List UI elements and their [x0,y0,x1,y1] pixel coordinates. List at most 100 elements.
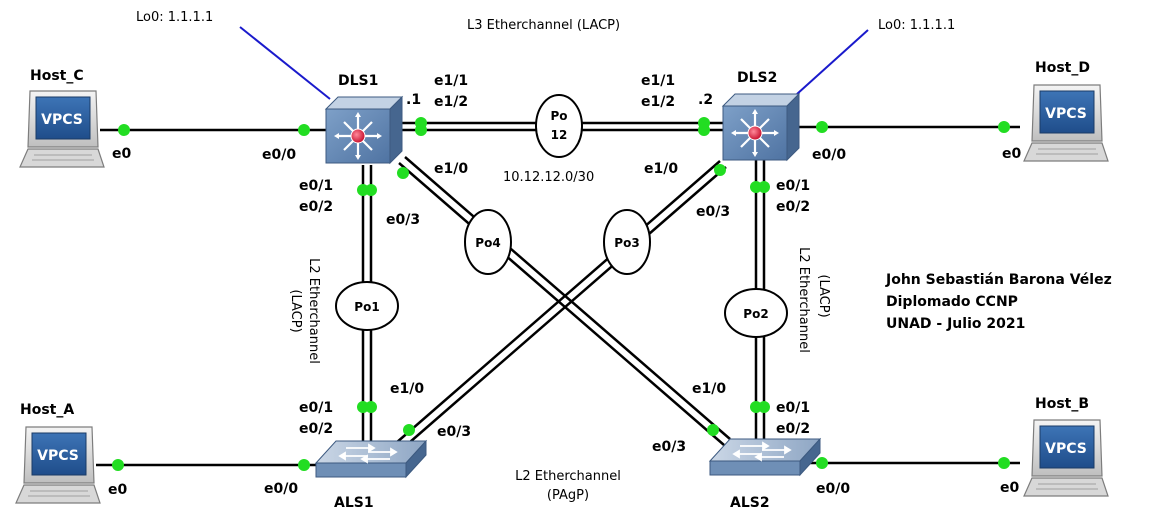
dls2-switch[interactable] [721,92,801,162]
dls1-e11-port: e1/1 [434,73,468,89]
dls2-e12-port: e1/2 [641,94,675,110]
po1-oval[interactable]: Po1 [335,281,399,331]
dls1-e00-port: e0/0 [262,147,296,163]
po3-label: Po3 [614,236,639,250]
author-course: Diplomado CCNP [886,294,1018,310]
als2-e03-port: e0/3 [652,439,686,455]
vpcs-screen-label: VPCS [37,448,79,464]
port-dot [816,121,828,133]
right-l2-line2: (LACP) [816,274,831,317]
host-c-label: Host_C [30,68,84,84]
host-c[interactable]: VPCS [19,90,105,168]
dls1-switch[interactable] [324,95,404,165]
port-dot [758,181,770,193]
port-dot [298,124,310,136]
als1-e00-port: e0/0 [264,481,298,497]
l3-etherchannel-title: L3 Etherchannel (LACP) [467,18,620,33]
po1-label: Po1 [354,300,379,314]
dls2-loopback-line [796,29,869,95]
author-name: John Sebastián Barona Vélez [885,272,1112,288]
po12-oval[interactable]: Po 12 [535,94,583,158]
dls1-loopback-line [239,26,331,100]
link-po4-a [398,162,725,446]
left-l2-line1: L2 Etherchannel [306,258,321,364]
port-dot [758,401,770,413]
vpcs-screen-label: VPCS [1045,106,1087,122]
po2-oval[interactable]: Po2 [724,288,788,338]
als1-e02-port: e0/2 [299,421,333,437]
po12-subnet: 10.12.12.0/30 [503,170,594,185]
host-d-label: Host_D [1035,60,1090,76]
po4-oval[interactable]: Po4 [464,209,512,275]
left-l2-line2: (LACP) [288,289,303,332]
right-lacp-label: (LACP) [816,274,831,317]
left-l2-etherchannel-label: L2 Etherchannel [306,258,321,364]
vpcs-screen-label: VPCS [41,112,83,128]
port-dot [698,124,710,136]
po12-label-line1: Po [550,109,567,123]
host-a-port: e0 [108,482,127,498]
port-dots [112,117,1010,471]
port-dot [816,457,828,469]
dls2-e02-port: e0/2 [776,199,810,215]
port-dot [365,184,377,196]
port-dot [998,457,1010,469]
dls1-e03-port: e0/3 [386,212,420,228]
dls1-e12-port: e1/2 [434,94,468,110]
dls1-e01-port: e0/1 [299,178,333,194]
pagp-subtitle: (PAgP) [547,488,589,503]
dls2-label: DLS2 [737,70,777,86]
right-l2-line1: L2 Etherchannel [796,247,811,353]
dls2-ip-suffix: .2 [698,92,713,108]
link-po3-b [401,166,727,450]
po2-label: Po2 [743,307,768,321]
port-dot [298,459,310,471]
host-d-port: e0 [1002,146,1021,162]
po12-label-line2: 12 [551,128,568,142]
dls2-loopback-label: Lo0: 1.1.1.1 [878,18,955,33]
host-a[interactable]: VPCS [15,426,101,504]
port-dot [403,424,415,436]
po4-label: Po4 [475,236,500,250]
port-dot [118,124,130,136]
host-a-label: Host_A [20,402,74,418]
port-channels: Po 12 Po1 Po2 Po4 Po3 [335,94,788,338]
dls1-ip-suffix: .1 [406,92,421,108]
links [96,26,1020,467]
als1-label: ALS1 [334,495,374,511]
link-po4-b [404,156,731,440]
port-dot [397,167,409,179]
port-dot [714,164,726,176]
host-b-label: Host_B [1035,396,1089,412]
link-po3-a [395,160,721,444]
dls1-e02-port: e0/2 [299,199,333,215]
als2-e10-port: e1/0 [692,381,726,397]
dls1-label: DLS1 [338,73,378,89]
als1-e01-port: e0/1 [299,400,333,416]
dls2-e00-port: e0/0 [812,147,846,163]
vpcs-screen-label: VPCS [1045,441,1087,457]
dls1-loopback-label: Lo0: 1.1.1.1 [136,10,213,25]
als2-switch[interactable] [709,438,821,476]
right-l2-etherchannel-label: L2 Etherchannel [796,247,811,353]
pagp-title: L2 Etherchannel [515,469,621,484]
als2-e00-port: e0/0 [816,481,850,497]
host-c-port: e0 [112,146,131,162]
als2-e01-port: e0/1 [776,400,810,416]
als1-switch[interactable] [315,440,427,478]
port-dot [365,401,377,413]
dls2-e11-port: e1/1 [641,73,675,89]
dls2-e01-port: e0/1 [776,178,810,194]
host-d[interactable]: VPCS [1023,84,1109,162]
port-dot [998,121,1010,133]
author-date: UNAD - Julio 2021 [886,316,1025,332]
dls2-e03-port: e0/3 [696,204,730,220]
host-b[interactable]: VPCS [1023,419,1109,497]
als2-label: ALS2 [730,495,770,511]
host-b-port: e0 [1000,480,1019,496]
dls2-e10-port: e1/0 [644,161,678,177]
po3-oval[interactable]: Po3 [603,209,651,275]
port-dot [707,424,719,436]
als1-e10-port: e1/0 [390,381,424,397]
